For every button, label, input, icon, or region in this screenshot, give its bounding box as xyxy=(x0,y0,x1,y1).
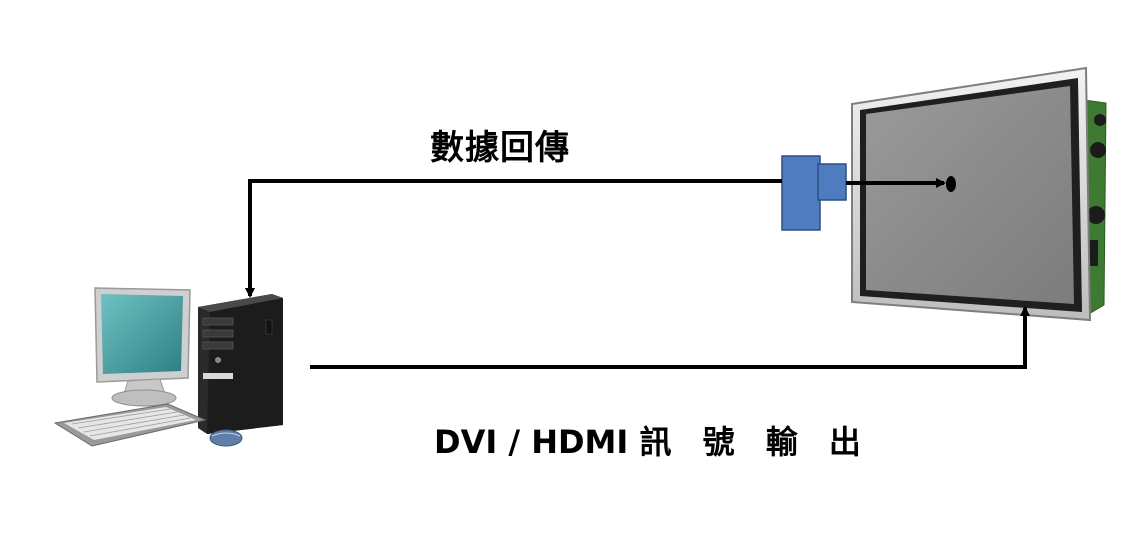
feedback-line xyxy=(245,179,782,298)
output-label: DVI / HDMI 訊 號 輸 出 xyxy=(434,417,871,463)
output-label-cjk: 訊 號 輸 出 xyxy=(639,423,871,461)
color-sensor-probe-icon xyxy=(781,155,847,231)
desktop-computer-icon xyxy=(53,287,283,447)
pc-tower xyxy=(198,294,283,434)
feedback-label: 數據回傳 xyxy=(430,128,570,168)
output-line xyxy=(310,306,1030,369)
lcd-panel-icon xyxy=(851,66,1107,322)
output-label-prefix: DVI / HDMI xyxy=(434,423,640,461)
pc-monitor xyxy=(94,287,191,407)
pc-mouse xyxy=(209,429,243,447)
panel-screen xyxy=(866,86,1074,304)
measure-spot xyxy=(946,176,956,192)
pc-keyboard xyxy=(53,403,207,447)
